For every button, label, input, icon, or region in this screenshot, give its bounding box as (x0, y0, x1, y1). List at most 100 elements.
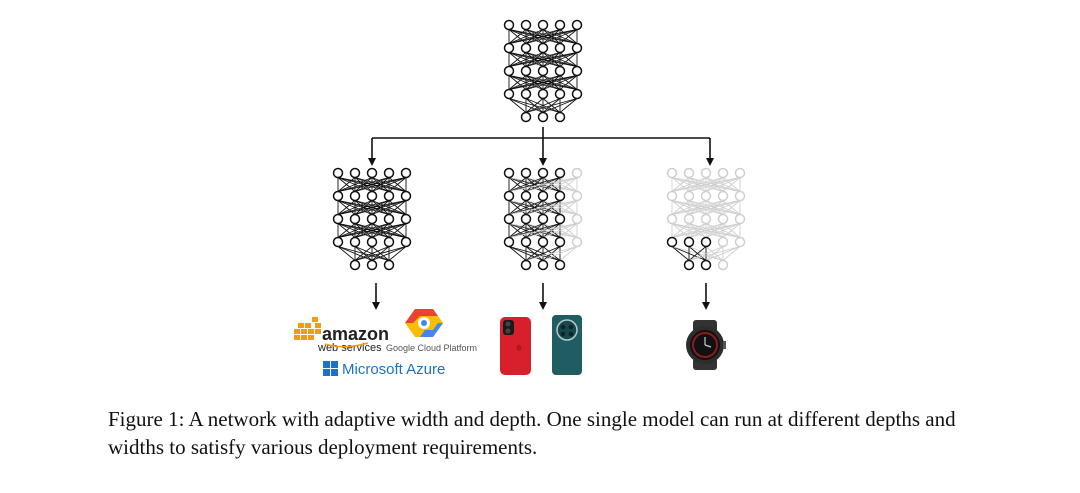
neuron (700, 259, 712, 271)
connection-line (337, 223, 407, 238)
connection-line (354, 200, 407, 215)
neuron (554, 236, 566, 248)
connection-line (671, 223, 690, 238)
connection-line (354, 223, 407, 238)
neuron (554, 19, 566, 31)
connection-line (371, 246, 407, 261)
microsoft-azure-logo: Microsoft Azure (323, 361, 445, 378)
connection-line (337, 200, 390, 215)
neuron (349, 236, 361, 248)
connection-line (508, 223, 578, 238)
connection-line (508, 98, 527, 113)
neuron (734, 190, 746, 202)
connection-line (705, 200, 741, 215)
connection-line (508, 29, 578, 44)
connection-line (508, 75, 561, 90)
connection-line (508, 29, 544, 44)
neuron (734, 213, 746, 225)
neuron (520, 65, 532, 77)
connection-line (671, 223, 741, 238)
connection-line (671, 200, 741, 215)
neuron (554, 167, 566, 179)
arrowheads-bottom (372, 302, 710, 310)
connection-line (688, 177, 741, 192)
neuron (520, 236, 532, 248)
neuron (537, 42, 549, 54)
connection-line (508, 246, 527, 261)
connection-line (705, 177, 741, 192)
aws-wordmark: web services (317, 342, 382, 354)
amazon-wordmark: amazon (322, 324, 389, 344)
neuron (734, 167, 746, 179)
connection-line (337, 200, 407, 215)
connection-line (542, 29, 578, 44)
neuron (571, 236, 583, 248)
connection-line (559, 177, 578, 192)
connection-line (508, 177, 544, 192)
connection-line (508, 75, 578, 90)
neuron (349, 190, 361, 202)
neuron (503, 236, 515, 248)
neuron (683, 190, 695, 202)
neuron (717, 259, 729, 271)
connection-line (671, 200, 707, 215)
connection-line (559, 75, 578, 90)
network-small (666, 167, 746, 271)
neuron (400, 236, 412, 248)
gcp-wordmark: Google Cloud Platform (386, 343, 477, 353)
neuron (571, 213, 583, 225)
connection-line (525, 75, 578, 90)
neuron (520, 259, 532, 271)
connection-line (705, 223, 741, 238)
smartwatch-icon (686, 320, 726, 370)
neuron (520, 88, 532, 100)
connection-line (525, 52, 578, 67)
neuron (503, 88, 515, 100)
connection-line (688, 246, 724, 261)
connection-line (508, 200, 578, 215)
connection-line (525, 200, 578, 215)
connection-line (542, 177, 578, 192)
connection-line (525, 246, 544, 261)
connection-line (508, 200, 544, 215)
neuron (554, 190, 566, 202)
connection-line (388, 223, 407, 238)
neuron (520, 190, 532, 202)
connection-line (542, 223, 578, 238)
neuron (666, 167, 678, 179)
connection-line (559, 98, 578, 113)
connection-line (525, 246, 578, 261)
neuron (400, 167, 412, 179)
connection-line (337, 223, 373, 238)
google-cloud-platform-logo: Google Cloud Platform (386, 309, 477, 353)
connection-line (508, 75, 544, 90)
connections (508, 29, 578, 113)
azure-wordmark: Microsoft Azure (342, 361, 445, 378)
connection-line (508, 29, 561, 44)
neuron (383, 259, 395, 271)
neuron (366, 236, 378, 248)
aws-boxes-icon (294, 317, 321, 340)
connection-line (388, 177, 407, 192)
connection-line (525, 246, 561, 261)
neuron (332, 167, 344, 179)
neuron (700, 236, 712, 248)
neuron (571, 167, 583, 179)
neuron (349, 167, 361, 179)
connection-line (388, 200, 407, 215)
connection-line (671, 177, 741, 192)
neuron (383, 190, 395, 202)
neuron (400, 213, 412, 225)
connection-line (688, 223, 741, 238)
connection-line (559, 29, 578, 44)
adaptive-network-figure: amazon web services Google Cloud Platfor… (294, 19, 746, 378)
neuron (571, 19, 583, 31)
neuron (537, 88, 549, 100)
connection-line (508, 200, 527, 215)
connection-line (671, 200, 724, 215)
neuron (537, 190, 549, 202)
neuron (503, 42, 515, 54)
connection-line (508, 52, 527, 67)
connection-line (722, 177, 741, 192)
connection-line (508, 223, 561, 238)
